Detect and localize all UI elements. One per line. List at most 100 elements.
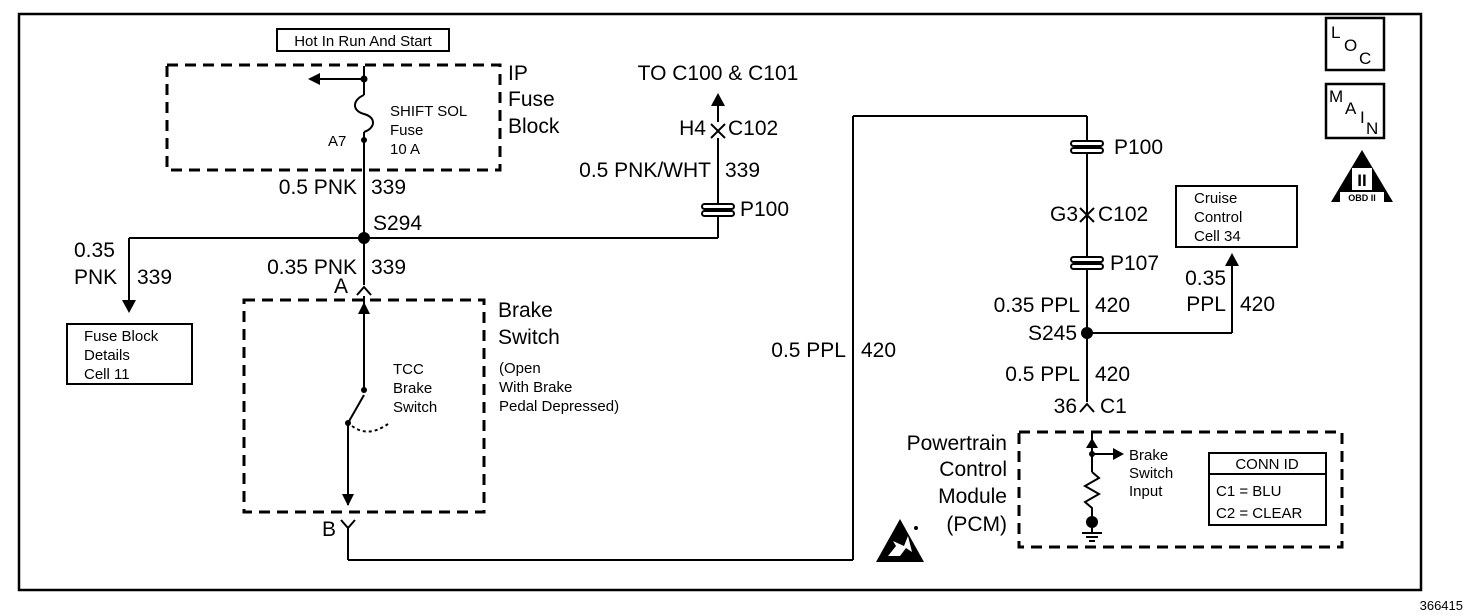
cruise-arrow-icon xyxy=(1225,253,1239,266)
main-a-letter: A xyxy=(1345,99,1357,118)
circuit-420-b-label: 420 xyxy=(1095,294,1130,317)
connector-b-label: B xyxy=(322,518,336,541)
cruise-control-box[interactable] xyxy=(1175,185,1298,248)
conn-id-header: CONN ID xyxy=(1235,456,1299,473)
p100-a-grommet-bottom xyxy=(701,210,735,217)
pcm-label-4: (PCM) xyxy=(946,513,1007,536)
circuit-339-label-b: 339 xyxy=(137,266,172,289)
p100-b-grommet-top xyxy=(1070,140,1104,147)
to-c100-arrow-icon xyxy=(711,93,725,106)
brake-input-label-3: Input xyxy=(1129,483,1163,500)
conn-id-c2: C2 = CLEAR xyxy=(1216,505,1302,522)
circuit-420-c-label: 420 xyxy=(1240,293,1275,316)
wire-05ppl-a-label: 0.5 PPL xyxy=(771,339,846,362)
pcm-input-up-arrow-icon xyxy=(1086,438,1098,448)
brake-switch-label-1: Brake xyxy=(498,299,553,322)
obd-ii-icon[interactable]: II OBD II xyxy=(1331,150,1393,203)
figure-number: 366415 xyxy=(1420,598,1463,613)
circuit-420-a-label: 420 xyxy=(861,339,896,362)
tcc-switch-blade xyxy=(347,394,365,424)
brake-switch-label-2: Switch xyxy=(498,326,560,349)
brake-input-label-2: Switch xyxy=(1129,465,1173,482)
main-m-letter: M xyxy=(1329,87,1343,106)
wire-035-b-label: 0.35 xyxy=(1185,267,1226,290)
loc-c-letter: C xyxy=(1359,49,1371,68)
fuse-symbol-icon xyxy=(354,94,374,133)
loc-navigation-icon[interactable]: L O C xyxy=(1324,16,1386,72)
pcm-outline xyxy=(1017,430,1344,549)
cruise-label-1: Cruise xyxy=(1194,190,1237,207)
circuit-420-d-label: 420 xyxy=(1095,363,1130,386)
wire-05pnkwht-label: 0.5 PNK/WHT xyxy=(579,159,711,182)
connector-c102-b-lower xyxy=(1079,213,1095,223)
c102-b-label: C102 xyxy=(1098,203,1148,226)
hot-in-run-box xyxy=(276,28,450,52)
obd-text: OBD II xyxy=(1348,193,1376,203)
shift-sol-label-3: 10 A xyxy=(390,141,420,158)
p100-b-grommet-bottom xyxy=(1070,147,1104,154)
to-c100-label: TO C100 & C101 xyxy=(638,62,799,85)
brake-switch-down-arrow-icon xyxy=(342,494,354,506)
g3-label: G3 xyxy=(1050,203,1078,226)
wire-ppl-b-label: PPL xyxy=(1186,293,1226,316)
p107-grommet-top xyxy=(1070,256,1104,263)
fuse-details-arrow-icon xyxy=(122,300,136,313)
brake-note-label-1: (Open xyxy=(499,360,541,377)
connector-b-icon xyxy=(340,519,356,530)
ip-fuse-block-label-3: Block xyxy=(508,115,560,138)
pcm-ground-node xyxy=(1086,516,1098,528)
pcm-label-1: Powertrain xyxy=(907,432,1007,455)
circuit-339-label-a: 339 xyxy=(371,176,406,199)
p100-a-label: P100 xyxy=(740,198,789,221)
wire-05pnk-label: 0.5 PNK xyxy=(279,176,357,199)
brake-note-label-3: Pedal Depressed) xyxy=(499,398,619,415)
loc-o-letter: O xyxy=(1344,36,1357,55)
loc-l-letter: L xyxy=(1331,23,1340,42)
hot-in-run-label: Hot In Run And Start xyxy=(294,33,432,50)
conn-id-box xyxy=(1208,452,1327,526)
fuse-pin-label: A7 xyxy=(328,133,346,150)
connector-a-label: A xyxy=(334,275,348,298)
diagram-border xyxy=(17,12,1423,592)
fuse-details-label-1: Fuse Block xyxy=(84,328,159,345)
p100-a-grommet-top xyxy=(701,203,735,210)
pcm-input-right-arrow-icon xyxy=(1113,448,1124,460)
ip-fuse-block-outline xyxy=(165,63,502,172)
wire-035-label-a: 0.35 xyxy=(74,239,115,262)
switch-upper-contact xyxy=(361,387,367,393)
connector-c1-label: C1 xyxy=(1100,395,1127,418)
h4-label: H4 xyxy=(679,117,706,140)
fuse-details-label-3: Cell 11 xyxy=(84,366,130,383)
p107-grommet-bottom xyxy=(1070,263,1104,270)
pcm-label-3: Module xyxy=(938,485,1007,508)
main-n-letter: N xyxy=(1366,119,1378,138)
pullup-resistor-icon xyxy=(1082,471,1102,516)
wire-035ppl-label: 0.35 PPL xyxy=(994,294,1080,317)
tcc-label-2: Brake xyxy=(393,380,432,397)
conn-id-c1: C1 = BLU xyxy=(1216,483,1281,500)
circuit-339-label-d: 339 xyxy=(725,159,760,182)
main-i-letter: I xyxy=(1360,108,1365,127)
splice-s245-label: S245 xyxy=(1028,322,1077,345)
c102-a-label: C102 xyxy=(728,117,778,140)
pin-36-label: 36 xyxy=(1054,395,1077,418)
brake-input-label-1: Brake xyxy=(1129,447,1168,464)
connector-c102-a-lower xyxy=(710,129,726,139)
tcc-label-1: TCC xyxy=(393,361,424,378)
pcm-label-2: Control xyxy=(939,458,1007,481)
fuse-block-details-box[interactable] xyxy=(66,323,193,385)
main-navigation-icon[interactable]: M A I N xyxy=(1324,82,1386,140)
esd-warning-icon xyxy=(876,519,924,562)
circuit-339-label-c: 339 xyxy=(371,256,406,279)
wire-pnk-label-a: PNK xyxy=(74,266,117,289)
cruise-label-2: Control xyxy=(1194,209,1242,226)
brake-switch-outline xyxy=(242,298,486,514)
ip-fuse-block-label-2: Fuse xyxy=(508,88,555,111)
ground-icon xyxy=(1082,532,1102,542)
fuse-details-label-2: Details xyxy=(84,347,130,364)
brake-note-label-2: With Brake xyxy=(499,379,572,396)
ip-fuse-block-label-1: IP xyxy=(508,62,528,85)
obd-roman-numeral: II xyxy=(1357,171,1366,190)
shift-sol-label-1: SHIFT SOL xyxy=(390,103,467,120)
